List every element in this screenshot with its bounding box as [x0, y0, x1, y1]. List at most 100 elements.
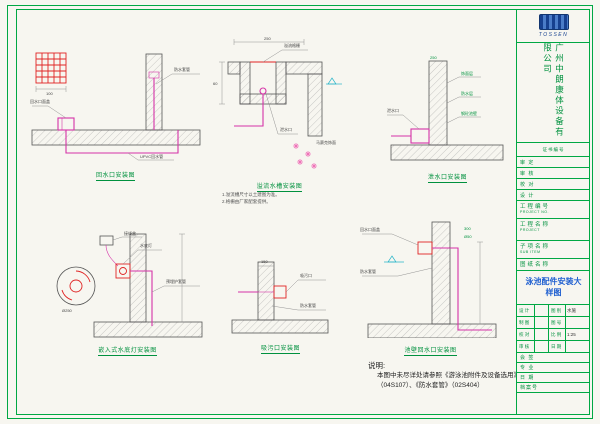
detail-vacuum-point-svg: 150 吸污口 防水套管 [231, 259, 329, 334]
detail-underwater-light-svg: Ø250 接线盒 水底灯 预埋护套管 [56, 230, 203, 338]
extra-label: 档案号 [520, 385, 539, 391]
project-name-label: 工程名称 [520, 222, 551, 228]
dim-label: 60 [213, 81, 218, 86]
dim-label: 300 [464, 226, 471, 231]
detail-notes: 1.溢流槽尺寸以土建图为准。 2.格栅由厂家配套提供。 [212, 192, 347, 206]
annotation-label: 接线盒 [124, 230, 136, 236]
grille-face-icon [35, 52, 67, 84]
pipe-run [234, 94, 264, 127]
detail-overflow-gutter-svg: 250 60 溢流格栅 泄水口 马赛克饰面 [213, 36, 342, 169]
detail-caption: 吸污口安装图 [260, 346, 300, 354]
dim-label: 100 [46, 91, 53, 96]
pipe-fitting [148, 71, 160, 79]
gutter-outlet [259, 87, 267, 95]
detail-caption: 泄水口安装图 [427, 175, 467, 183]
annotation-label: 防水套管 [300, 302, 316, 308]
return-inlet-fixture [417, 241, 433, 255]
gutter-wall-right [275, 61, 287, 105]
floor-slab-section [367, 323, 497, 339]
light-fixture [115, 263, 131, 279]
cert-row: 证书编号 [517, 143, 590, 157]
extra-label: 会 签 [520, 355, 535, 361]
detail-drain-outlet-svg: 250 饰面层 防水层 钢砼池壁 泄水口 [387, 55, 504, 161]
detail-return-inlet: 100 回水口面盖 防水套管 UPVC回水管 回水口安装图 [28, 48, 203, 181]
pipe-run [432, 247, 492, 331]
signature-label: 审 定 [520, 159, 535, 166]
detail-wall-return-inlet: 回水口面盖 防水套管 300 Ø50 池壁回水口安装图 [358, 218, 503, 356]
logo-text: TOSSEN [538, 31, 569, 38]
annotation-label: 钢砼池壁 [461, 110, 477, 116]
deck-section [227, 61, 241, 75]
signature-label: 审 核 [520, 170, 535, 177]
project-no-label: 工程编号 [520, 204, 551, 210]
pool-wall-section [431, 221, 451, 325]
annotation-label: 回水口面盖 [360, 226, 380, 232]
meta-label: 比 例 [548, 329, 565, 340]
notes-heading: 说明: [368, 361, 386, 370]
notes-body: 本图中未尽详处请参照《游泳池附件及设备选用》（04S107）、《防水套管》（02… [377, 372, 520, 390]
meta-row: 审 核 日 期 [517, 341, 590, 353]
meta-value: 1:25 [565, 329, 590, 340]
drawing-title-section: 泳池配件安装大样图 [517, 271, 590, 305]
pool-wall-section [257, 261, 275, 321]
project-name-section: 工程名称 PROJECT [517, 219, 590, 241]
dim-label: 250 [264, 36, 271, 41]
meta-value: 水施 [565, 305, 590, 316]
extra-label: 日 期 [520, 375, 535, 381]
extra-row: 会 签 [517, 353, 590, 363]
annotation-label: 防水套管 [360, 268, 376, 274]
signature-label: 设 计 [520, 192, 535, 199]
floor-slab-section [93, 321, 203, 338]
detail-note-line: 1.溢流槽尺寸以土建图为准。 [222, 192, 280, 197]
signature-row: 校 对 [517, 179, 590, 190]
meta-label: 设 计 [519, 307, 530, 313]
floor-slab-section [231, 319, 329, 334]
signature-row: 审 定 [517, 157, 590, 168]
company-name: 广州中朗康体设备有限公司 [542, 43, 565, 138]
meta-value [534, 341, 548, 352]
lamp-face-icon [69, 279, 83, 293]
dim-label: Ø50 [464, 234, 472, 239]
title-label: 图纸名称 [520, 262, 551, 268]
detail-vacuum-point: 150 吸污口 防水套管 吸污口安装图 [228, 258, 333, 354]
tossen-logo-icon [538, 13, 569, 30]
detail-wall-return-inlet-svg: 回水口面盖 防水套管 300 Ø50 [360, 221, 497, 339]
meta-label: 校 对 [519, 331, 530, 337]
pool-wall-section [307, 73, 323, 137]
water-level-icon [387, 255, 397, 263]
dim-label: Ø250 [62, 308, 73, 313]
meta-value [565, 317, 590, 328]
title-block: TOSSEN 广州中朗康体设备有限公司 证书编号 审 定 审 核 校 对 设 计… [516, 9, 590, 415]
signature-row: 设 计 [517, 190, 590, 201]
vacuum-fixture [273, 285, 287, 299]
titleblock-filler [517, 393, 590, 415]
meta-label: 审 核 [519, 343, 530, 349]
floor-slab-section [390, 144, 504, 161]
meta-label: 日 期 [548, 341, 565, 352]
meta-value [534, 305, 548, 316]
annotation-label: 泄水口 [387, 107, 399, 113]
project-no-section: 工程编号 PROJECT NO. [517, 201, 590, 219]
meta-value [565, 341, 590, 352]
company-section: 广州中朗康体设备有限公司 [517, 43, 590, 143]
meta-value [534, 317, 548, 328]
project-name-sublabel: PROJECT [520, 228, 540, 232]
conduit-run [130, 270, 153, 326]
detail-return-inlet-svg: 100 回水口面盖 防水套管 UPVC回水管 [30, 52, 201, 161]
detail-underwater-light: Ø250 接线盒 水底灯 预埋护套管 嵌入式水底灯安装图 [50, 230, 205, 356]
annotation-label: 预埋护套管 [166, 278, 186, 284]
extra-row: 日 期 [517, 373, 590, 383]
detail-callout-circle [56, 266, 96, 306]
junction-box [99, 235, 114, 246]
meta-label: 图 别 [548, 305, 565, 316]
annotation-label: 回水口面盖 [30, 98, 50, 104]
pool-wall-section [428, 60, 448, 146]
deck-section-right [285, 61, 323, 75]
project-no-sublabel: PROJECT NO. [520, 210, 549, 214]
floor-slab-section [31, 129, 201, 146]
annotation-label: 马赛克饰面 [316, 139, 336, 145]
detail-caption: 溢流水槽安装图 [256, 184, 303, 192]
extra-label: 专 业 [520, 365, 535, 371]
cert-label: 证书编号 [542, 146, 565, 152]
annotation-label: 溢流格栅 [284, 42, 300, 48]
